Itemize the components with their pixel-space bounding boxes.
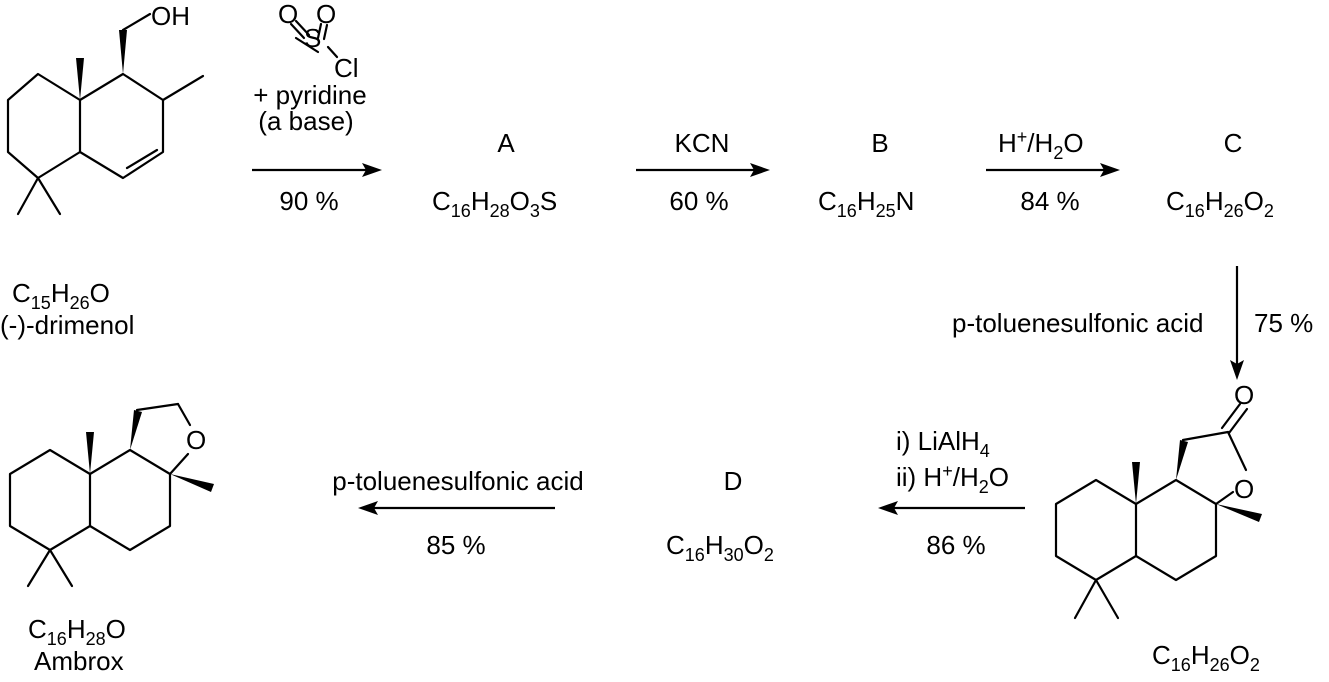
arrow-step2 bbox=[636, 163, 770, 177]
step4-reagent: p-toluenesulfonic acid bbox=[952, 308, 1204, 338]
drimenol-structure: OH bbox=[6, 1, 205, 216]
step5-reagent-line1: i) LiAlH4 bbox=[896, 426, 990, 461]
arrow-step4 bbox=[1230, 266, 1244, 380]
lactone-structure: O O bbox=[1054, 380, 1262, 620]
arrow-step5 bbox=[878, 501, 1025, 515]
drimenol-formula: C15H26O bbox=[12, 278, 110, 313]
mesyl-chloride-structure: O O S Cl bbox=[278, 0, 359, 83]
compound-b-label: B bbox=[871, 128, 889, 158]
step4-yield: 75 % bbox=[1254, 308, 1314, 338]
compound-b-formula: C16H25N bbox=[818, 186, 915, 221]
arrow-step1 bbox=[252, 163, 382, 177]
compound-a-formula: C16H28O3S bbox=[432, 186, 558, 221]
step6-yield: 85 % bbox=[426, 530, 486, 560]
step1-yield: 90 % bbox=[279, 186, 339, 216]
arrow-step3 bbox=[986, 163, 1120, 177]
step2-yield: 60 % bbox=[669, 186, 729, 216]
compound-d-formula: C16H30O2 bbox=[666, 530, 774, 565]
compound-a-label: A bbox=[497, 128, 515, 158]
sulfonyl-oxygen-1: O bbox=[278, 0, 298, 29]
ambrox-structure: O bbox=[8, 402, 214, 588]
arrow-step6 bbox=[358, 501, 555, 515]
sulfonyl-oxygen-2: O bbox=[316, 0, 336, 29]
step5-reagent-line2: ii) H+/H2O bbox=[896, 461, 1009, 497]
step1-reagent-line1: + pyridine bbox=[253, 80, 367, 110]
chlorine-label: Cl bbox=[334, 53, 359, 83]
lactone-ring-oxygen: O bbox=[1234, 474, 1254, 504]
step3-reagent: H+/H2O bbox=[998, 127, 1084, 163]
compound-d-label: D bbox=[723, 466, 743, 496]
sulfur-label: S bbox=[304, 23, 321, 53]
step1-reagent-line2: (a base) bbox=[258, 106, 354, 136]
ambrox-name: Ambrox bbox=[34, 646, 124, 676]
lactone-carbonyl-oxygen: O bbox=[1234, 380, 1254, 410]
drimenol-oh-label: OH bbox=[151, 1, 190, 31]
step2-reagent: KCN bbox=[674, 128, 730, 158]
ambrox-formula: C16H28O bbox=[28, 614, 126, 649]
step3-yield: 84 % bbox=[1020, 186, 1080, 216]
ambrox-ether-oxygen: O bbox=[186, 425, 206, 455]
lactone-formula: C16H26O2 bbox=[1152, 640, 1260, 675]
step6-reagent: p-toluenesulfonic acid bbox=[332, 466, 584, 496]
compound-c-formula: C16H26O2 bbox=[1166, 186, 1274, 221]
compound-c-label: C bbox=[1223, 128, 1243, 158]
drimenol-name: (-)-drimenol bbox=[0, 310, 135, 340]
step5-yield: 86 % bbox=[926, 530, 986, 560]
